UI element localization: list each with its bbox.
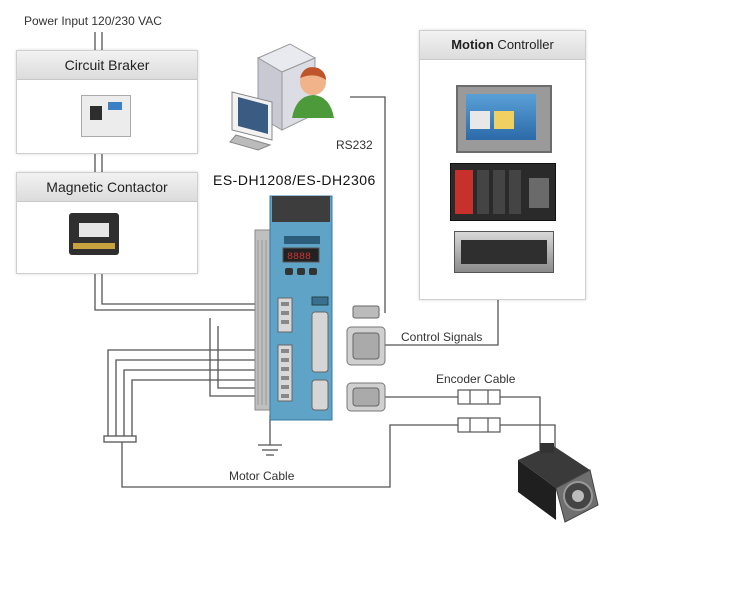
encoder-ferrite [457,389,501,405]
hmi-panel-image [456,85,552,153]
motor-cable-bundle [103,435,137,443]
plc-image [450,163,556,221]
motion-controller-title-bold: Motion [451,37,494,52]
industrial-pc-image [454,231,554,273]
magnetic-contactor-icon [69,213,119,255]
motion-controller-title: Motion Controller [420,31,585,60]
svg-text:8888: 8888 [287,252,311,263]
circuit-breaker-icon [81,95,131,137]
drive-terminal-motor [277,344,293,402]
drive-cn2-port [311,379,329,411]
magnetic-contactor-title: Magnetic Contactor [17,173,197,202]
encoder-cable-label: Encoder Cable [436,372,516,386]
drive-cn1-port [311,311,329,373]
motor-wire-1 [107,349,280,440]
drive-model-label: ES-DH1208/ES-DH2306 [213,172,376,188]
magnetic-contactor-panel: Magnetic Contactor [16,172,198,274]
drive-display [282,247,320,263]
rs232-wire [350,96,386,313]
rs232-plug [352,305,380,319]
drive-keypad [285,268,317,275]
control-signal-wire [385,298,499,346]
drive-brand-plate [284,236,320,244]
motor-ferrite [457,417,501,433]
control-signals-label: Control Signals [401,330,483,344]
servo-motor [518,443,599,523]
contactor-drive-wire-2 [101,272,280,305]
motor-cable-label: Motor Cable [229,469,295,483]
control-db-connector [346,326,386,366]
motion-controller-panel: Motion Controller [419,30,586,300]
motor-wire-2 [115,359,280,440]
drive-cn3-port [311,296,329,306]
motion-controller-title-rest: Controller [493,37,554,52]
contactor-drive-wire-1 [94,272,280,311]
rs232-label: RS232 [336,138,373,152]
power-input-label: Power Input 120/230 VAC [24,14,162,28]
motor-wire-3 [123,369,280,440]
pc-illustration [229,43,334,151]
servo-drive: 8888 [254,195,333,421]
encoder-db-connector [346,382,386,412]
circuit-breaker-title: Circuit Braker [17,51,197,80]
circuit-breaker-panel: Circuit Braker [16,50,198,154]
drive-cover [272,196,330,222]
encoder-wire-right [500,396,541,450]
motor-cable-wire [121,424,458,488]
motor-wire-4 [131,379,280,440]
